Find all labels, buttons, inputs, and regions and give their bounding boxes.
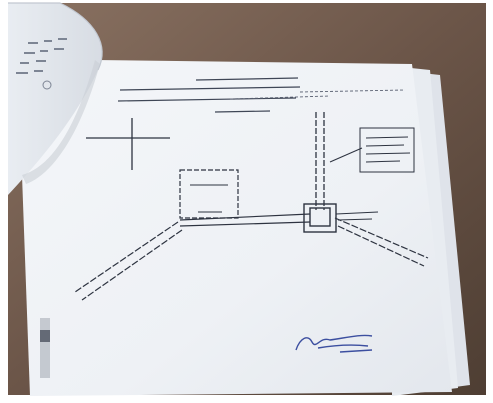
sheet-tab-strip [40, 318, 50, 378]
sheet-header-lines [117, 77, 301, 113]
sheet-tab-dark [40, 330, 50, 342]
diagonal-road-right [334, 217, 429, 267]
horizontal-road [179, 213, 311, 227]
booklet-stamp [42, 80, 52, 90]
plot-inner-text [190, 184, 228, 213]
north-arrow-cross [86, 118, 170, 170]
booklet-page [8, 3, 103, 195]
junction-building [303, 203, 337, 233]
sheet-header-handwriting [229, 89, 406, 100]
signature [295, 334, 373, 353]
vertical-road [315, 112, 325, 210]
side-note [329, 127, 415, 173]
drawing-sheet [22, 60, 452, 396]
plot-outline [179, 169, 239, 219]
booklet-text [16, 38, 67, 74]
junction-labels [335, 211, 379, 221]
booklet-edge [8, 2, 103, 71]
sheet-shadow [22, 60, 100, 184]
diagonal-road-left [74, 221, 183, 301]
